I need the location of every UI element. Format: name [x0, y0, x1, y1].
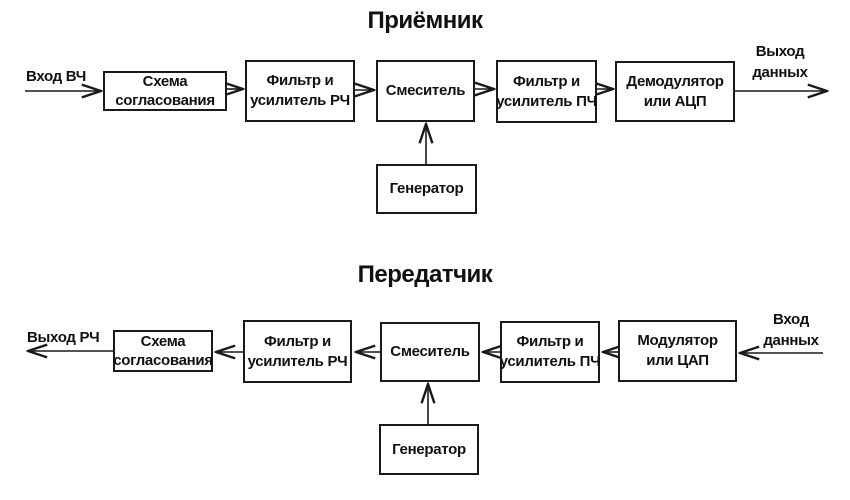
transmitter-modulator-dac-box: Модулятор или ЦАП — [618, 320, 737, 382]
receiver-output-label: Выход данных — [744, 41, 816, 83]
transmitter-input-label: Вход данных — [755, 309, 827, 351]
transmitter-rf-filter-amp-box: Фильтр и усилитель РЧ — [243, 320, 352, 383]
block-label-line: Смеситель — [390, 343, 470, 360]
block-label-line: согласования — [113, 352, 213, 369]
block-label-line: Демодулятор — [626, 72, 724, 90]
block-label-line: согласования — [115, 92, 215, 109]
transmitter-output-label: Выход РЧ — [27, 329, 100, 346]
transmitter-mixer-box: Смеситель — [380, 322, 480, 382]
block-label-line: Генератор — [389, 180, 464, 197]
block-label-line: или ЦАП — [646, 352, 709, 369]
block-label-line: Генератор — [392, 440, 466, 458]
block-label-line: усилитель РЧ — [250, 92, 350, 109]
block-label-line: Фильтр и — [516, 333, 584, 350]
receiver-mixer-box: Смеситель — [376, 60, 475, 122]
transmitter-title: Передатчик — [357, 261, 493, 288]
receiver-matching-box: Схема согласования — [103, 71, 227, 111]
block-label-line: Фильтр и — [513, 72, 580, 90]
receiver-if-filter-amp-box: Фильтр и усилитель ПЧ — [496, 60, 597, 123]
receiver-title: Приёмник — [367, 7, 483, 34]
receiver-demodulator-adc-box: Демодулятор или АЦП — [615, 61, 735, 122]
transmitter-matching-box: Схема согласования — [113, 330, 213, 372]
output-label-line: Выход — [755, 43, 805, 60]
block-label-line: Схема — [140, 333, 186, 350]
receiver-oscillator-box: Генератор — [376, 164, 477, 214]
input-label-line: данных — [763, 332, 819, 349]
block-label-line: Смеситель — [385, 82, 466, 99]
receiver-input-label: Вход ВЧ — [26, 68, 86, 85]
transmitter-oscillator-box: Генератор — [379, 424, 479, 475]
block-label-line: Фильтр и — [264, 332, 331, 350]
block-label-line: усилитель ПЧ — [499, 353, 601, 370]
block-label-line: усилитель РЧ — [247, 352, 348, 370]
output-label-line: данных — [752, 64, 808, 81]
block-label-line: Фильтр и — [266, 72, 334, 89]
block-label-line: или АЦП — [643, 92, 707, 110]
receiver-rf-filter-amp-box: Фильтр и усилитель РЧ — [245, 60, 355, 122]
block-label-line: усилитель ПЧ — [496, 92, 597, 110]
block-label-line: Модулятор — [637, 332, 718, 349]
input-label-line: Вход — [773, 311, 809, 328]
transmitter-if-filter-amp-box: Фильтр и усилитель ПЧ — [499, 321, 601, 383]
block-label-line: Схема — [142, 73, 188, 90]
